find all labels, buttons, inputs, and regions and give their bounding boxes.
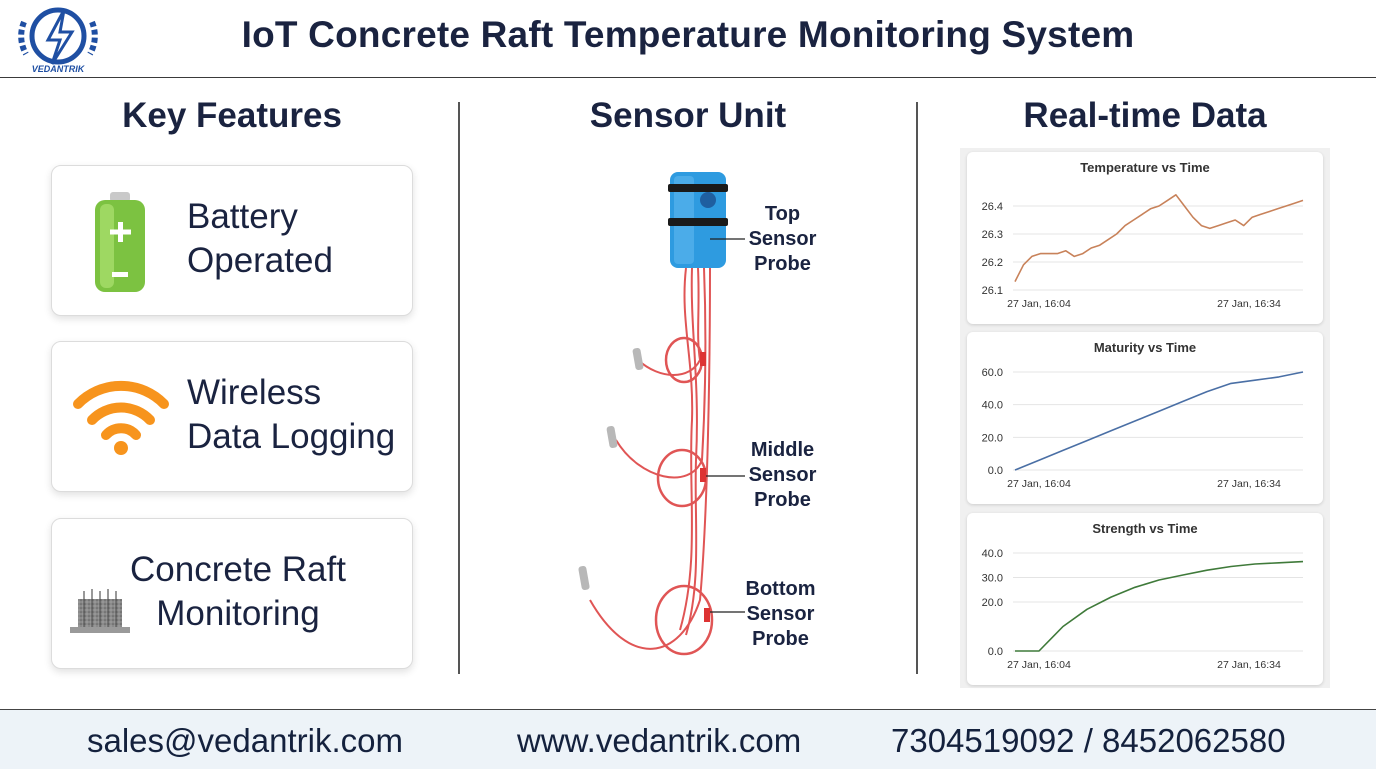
maturity-chart: Maturity vs Time 60.0 40.0 20.0 0.0 27 Jan, 1… <box>967 332 1323 504</box>
wifi-icon <box>73 380 169 455</box>
series-line <box>1015 560 1304 652</box>
x-tick-label: 27 Jan, 16:34 <box>1217 478 1281 490</box>
svg-text:VEDANTRIK: VEDANTRIK <box>32 64 86 74</box>
key-features-title: Key Features <box>122 96 342 135</box>
chart-svg: Strength vs Time 40.0 30.0 20.0 0.0 27 Jan, 1… <box>982 521 1304 671</box>
feature-label-line1: Wireless <box>187 373 322 412</box>
middle-probe-tip <box>606 425 618 449</box>
x-tick-label: 27 Jan, 16:04 <box>1007 659 1071 671</box>
chart-title: Temperature vs Time <box>1080 160 1210 175</box>
y-tick-label: 26.2 <box>982 257 1003 269</box>
x-tick-label: 27 Jan, 16:04 <box>1007 298 1071 310</box>
column-divider <box>458 102 460 674</box>
contact-phone[interactable]: 7304519092 / 8452062580 <box>891 722 1286 759</box>
top-probe-tip <box>632 347 644 371</box>
feature-label-line1: Concrete Raft <box>130 550 346 589</box>
page-title: IoT Concrete Raft Temperature Monitoring… <box>241 14 1135 55</box>
chart-svg: Maturity vs Time 60.0 40.0 20.0 0.0 27 Jan, 1… <box>982 340 1304 490</box>
y-tick-label: 26.3 <box>982 229 1003 241</box>
y-tick-label: 40.0 <box>982 400 1003 412</box>
chart-title: Strength vs Time <box>1092 521 1197 536</box>
x-tick-label: 27 Jan, 16:34 <box>1217 659 1281 671</box>
feature-label-line2: Monitoring <box>156 594 320 633</box>
y-tick-label: 30.0 <box>982 573 1003 585</box>
y-tick-label: 40.0 <box>982 548 1003 560</box>
feature-label-line2: Operated <box>187 241 333 280</box>
x-tick-label: 27 Jan, 16:34 <box>1217 298 1281 310</box>
y-tick-label: 26.4 <box>982 201 1003 213</box>
column-divider <box>916 102 918 674</box>
feature-card-concrete: Concrete Raft Monitoring <box>51 518 413 669</box>
series-line <box>1014 371 1304 471</box>
chart-title: Maturity vs Time <box>1094 340 1196 355</box>
feature-card-wireless: Wireless Data Logging <box>51 341 413 492</box>
temperature-chart: Temperature vs Time 26.4 26.3 26.2 26.1 27 Ja… <box>967 152 1323 324</box>
chart-svg: Temperature vs Time 26.4 26.3 26.2 26.1 27 Ja… <box>982 160 1304 310</box>
sensor-unit-title: Sensor Unit <box>589 96 787 135</box>
bottom-probe-tip <box>578 565 590 591</box>
feature-card-battery: Battery Operated <box>51 165 413 316</box>
y-tick-label: 0.0 <box>988 465 1003 477</box>
header: VEDANTRIK IoT Concrete Raft Temperature … <box>0 0 1376 78</box>
feature-label-line2: Data Logging <box>187 417 396 456</box>
contact-email[interactable]: sales@vedantrik.com <box>87 722 403 759</box>
real-time-data-title: Real-time Data <box>1023 96 1267 135</box>
contact-website[interactable]: www.vedantrik.com <box>517 722 802 759</box>
x-tick-label: 27 Jan, 16:04 <box>1007 478 1071 490</box>
feature-label-line1: Battery <box>187 197 298 236</box>
footer: sales@vedantrik.com www.vedantrik.com 73… <box>0 709 1376 769</box>
concrete-raft-icon <box>70 589 130 633</box>
strength-chart: Strength vs Time 40.0 30.0 20.0 0.0 27 Jan, 1… <box>967 513 1323 685</box>
y-tick-label: 0.0 <box>988 646 1003 658</box>
series-line <box>1014 193 1304 282</box>
vedantrik-logo: VEDANTRIK <box>18 7 98 74</box>
y-tick-label: 20.0 <box>982 432 1003 444</box>
y-tick-label: 60.0 <box>982 367 1003 379</box>
sensor-unit-illustration <box>578 172 745 656</box>
y-tick-label: 20.0 <box>982 597 1003 609</box>
y-tick-label: 26.1 <box>982 285 1003 297</box>
battery-icon <box>95 192 145 292</box>
